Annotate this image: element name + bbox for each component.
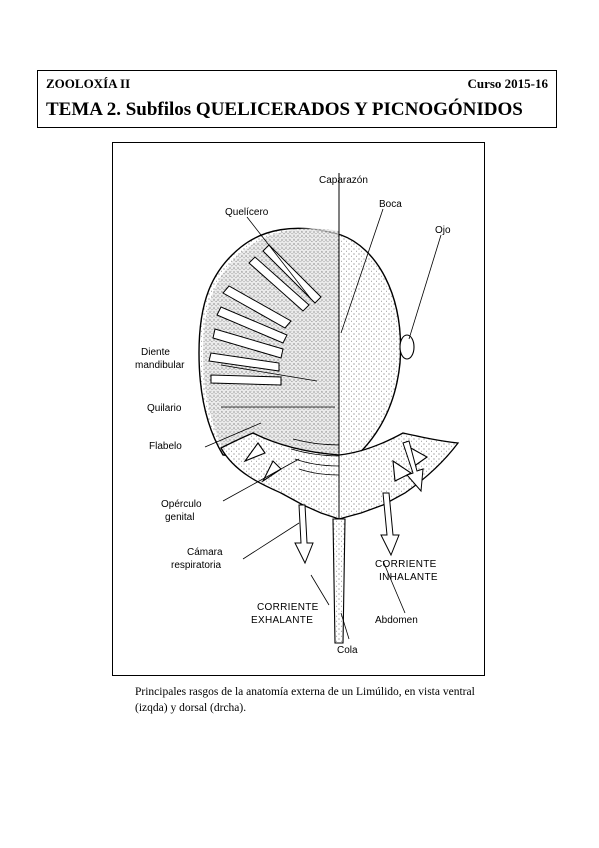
label-camara-2: respiratoria xyxy=(171,560,221,571)
label-abdomen: Abdomen xyxy=(375,615,418,626)
label-caparazon: Caparazón xyxy=(319,175,368,186)
label-corriente-inh-2: INHALANTE xyxy=(379,572,438,583)
label-quelicero: Quelícero xyxy=(225,207,269,218)
label-boca: Boca xyxy=(379,199,402,210)
compound-eye xyxy=(399,334,415,360)
label-ojo: Ojo xyxy=(435,225,451,236)
label-camara-1: Cámara xyxy=(187,547,223,558)
figure-frame: Caparazón Boca Quelícero Ojo Diente mand… xyxy=(112,142,485,676)
course-name: ZOOLOXÍA II xyxy=(46,76,131,91)
label-corriente-exh-1: CORRIENTE xyxy=(257,602,319,613)
tail-shape xyxy=(332,518,346,644)
gill-plates xyxy=(290,438,340,476)
label-operculo-1: Opérculo xyxy=(161,499,202,510)
label-quilario: Quilario xyxy=(147,403,182,414)
appendages xyxy=(208,244,322,386)
label-flabelo: Flabelo xyxy=(149,441,182,452)
course-year: Curso 2015-16 xyxy=(467,76,548,91)
limulus-illustration: Caparazón Boca Quelícero Ojo Diente mand… xyxy=(135,173,460,656)
current-arrows xyxy=(294,440,424,565)
label-cola: Cola xyxy=(337,645,358,656)
label-diente-2: mandibular xyxy=(135,360,185,371)
figure-caption: Principales rasgos de la anatomía extern… xyxy=(135,686,475,714)
label-diente-1: Diente xyxy=(141,347,170,358)
label-operculo-2: genital xyxy=(165,512,194,523)
leader-lines xyxy=(204,187,442,640)
label-corriente-inh-1: CORRIENTE xyxy=(375,559,437,570)
page-title: TEMA 2. Subfilos QUELICERADOS Y PICNOGÓN… xyxy=(46,99,523,120)
header-box: ZOOLOXÍA II Curso 2015-16 TEMA 2. Subfil… xyxy=(37,70,557,128)
label-corriente-exh-2: EXHALANTE xyxy=(251,615,313,626)
